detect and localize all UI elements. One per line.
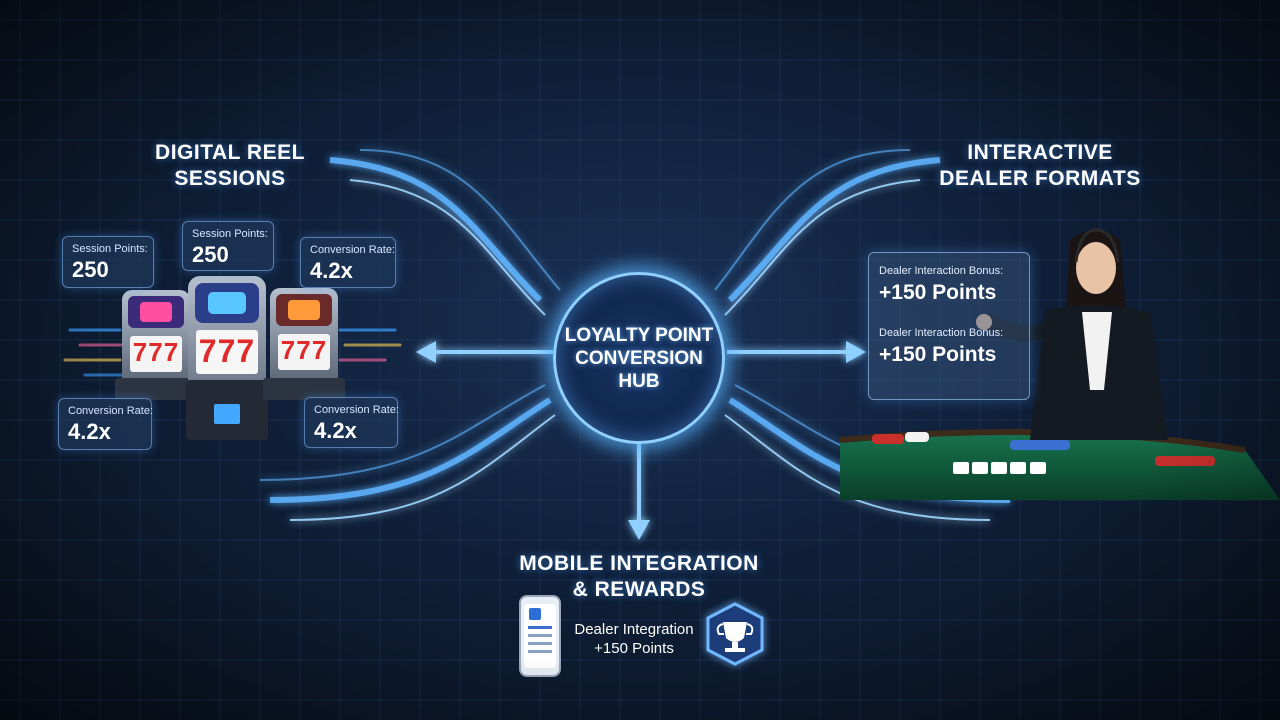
stat-card-conversion-rate-1: Conversion Rate: 4.2x — [300, 237, 396, 288]
reward-value: +150 Points — [594, 640, 674, 657]
heading-digital-reel-sessions: DIGITAL REEL SESSIONS — [155, 141, 305, 190]
reel-symbol: 7 — [236, 333, 256, 369]
stat-value: 4.2x — [68, 419, 111, 444]
reel-symbol: 7 — [217, 333, 237, 369]
bonus-value: +150 Points — [879, 343, 997, 366]
reel-symbols-left: 777 — [132, 337, 180, 368]
reel-symbol: 7 — [311, 335, 328, 365]
loyalty-hub-circle: LOYALTY POINT CONVERSION HUB — [553, 272, 725, 444]
reel-symbol: 7 — [132, 337, 149, 367]
bonus-label: Dealer Interaction Bonus: — [879, 327, 1004, 339]
reel-symbol: 7 — [296, 335, 312, 365]
stat-value: 4.2x — [310, 258, 353, 283]
reel-symbols-right: 777 — [280, 335, 328, 366]
dealer-bonus-panel: Dealer Interaction Bonus: +150 Points De… — [868, 252, 1030, 400]
bonus-value: +150 Points — [879, 281, 997, 304]
stat-label: Session Points: — [192, 228, 268, 240]
stat-label: Session Points: — [72, 243, 148, 255]
reel-symbol: 7 — [198, 333, 218, 369]
stat-label: Conversion Rate: — [68, 405, 153, 417]
mobile-reward-text: Dealer Integration +150 Points — [564, 620, 704, 658]
reel-symbols-center: 777 — [198, 333, 256, 370]
stat-card-conversion-rate-3: Conversion Rate: 4.2x — [304, 397, 399, 448]
heading-mobile-integration-rewards: MOBILE INTEGRATION & REWARDS — [519, 552, 759, 601]
stat-value: 4.2x — [314, 418, 357, 443]
reel-symbol: 7 — [163, 337, 180, 367]
stat-label: Conversion Rate: — [310, 244, 395, 256]
stat-card-conversion-rate-2: Conversion Rate: 4.2x — [58, 398, 153, 450]
reel-symbol: 7 — [280, 335, 297, 365]
reel-symbol: 7 — [148, 337, 164, 367]
stat-value: 250 — [192, 242, 229, 267]
reward-label: Dealer Integration — [574, 621, 694, 638]
stat-card-session-points-2: Session Points: 250 — [182, 221, 274, 271]
bonus-label: Dealer Interaction Bonus: — [879, 265, 1004, 277]
heading-interactive-dealer-formats: INTERACTIVE DEALER FORMATS — [939, 141, 1141, 190]
dealer-bonus-1: Dealer Interaction Bonus: +150 Points — [879, 265, 1019, 305]
stat-card-session-points-1: Session Points: 250 — [62, 236, 154, 288]
stat-label: Conversion Rate: — [314, 404, 399, 416]
hub-title: LOYALTY POINT CONVERSION HUB — [564, 324, 714, 392]
stat-value: 250 — [72, 257, 109, 282]
dealer-bonus-2: Dealer Interaction Bonus: +150 Points — [879, 327, 1019, 367]
